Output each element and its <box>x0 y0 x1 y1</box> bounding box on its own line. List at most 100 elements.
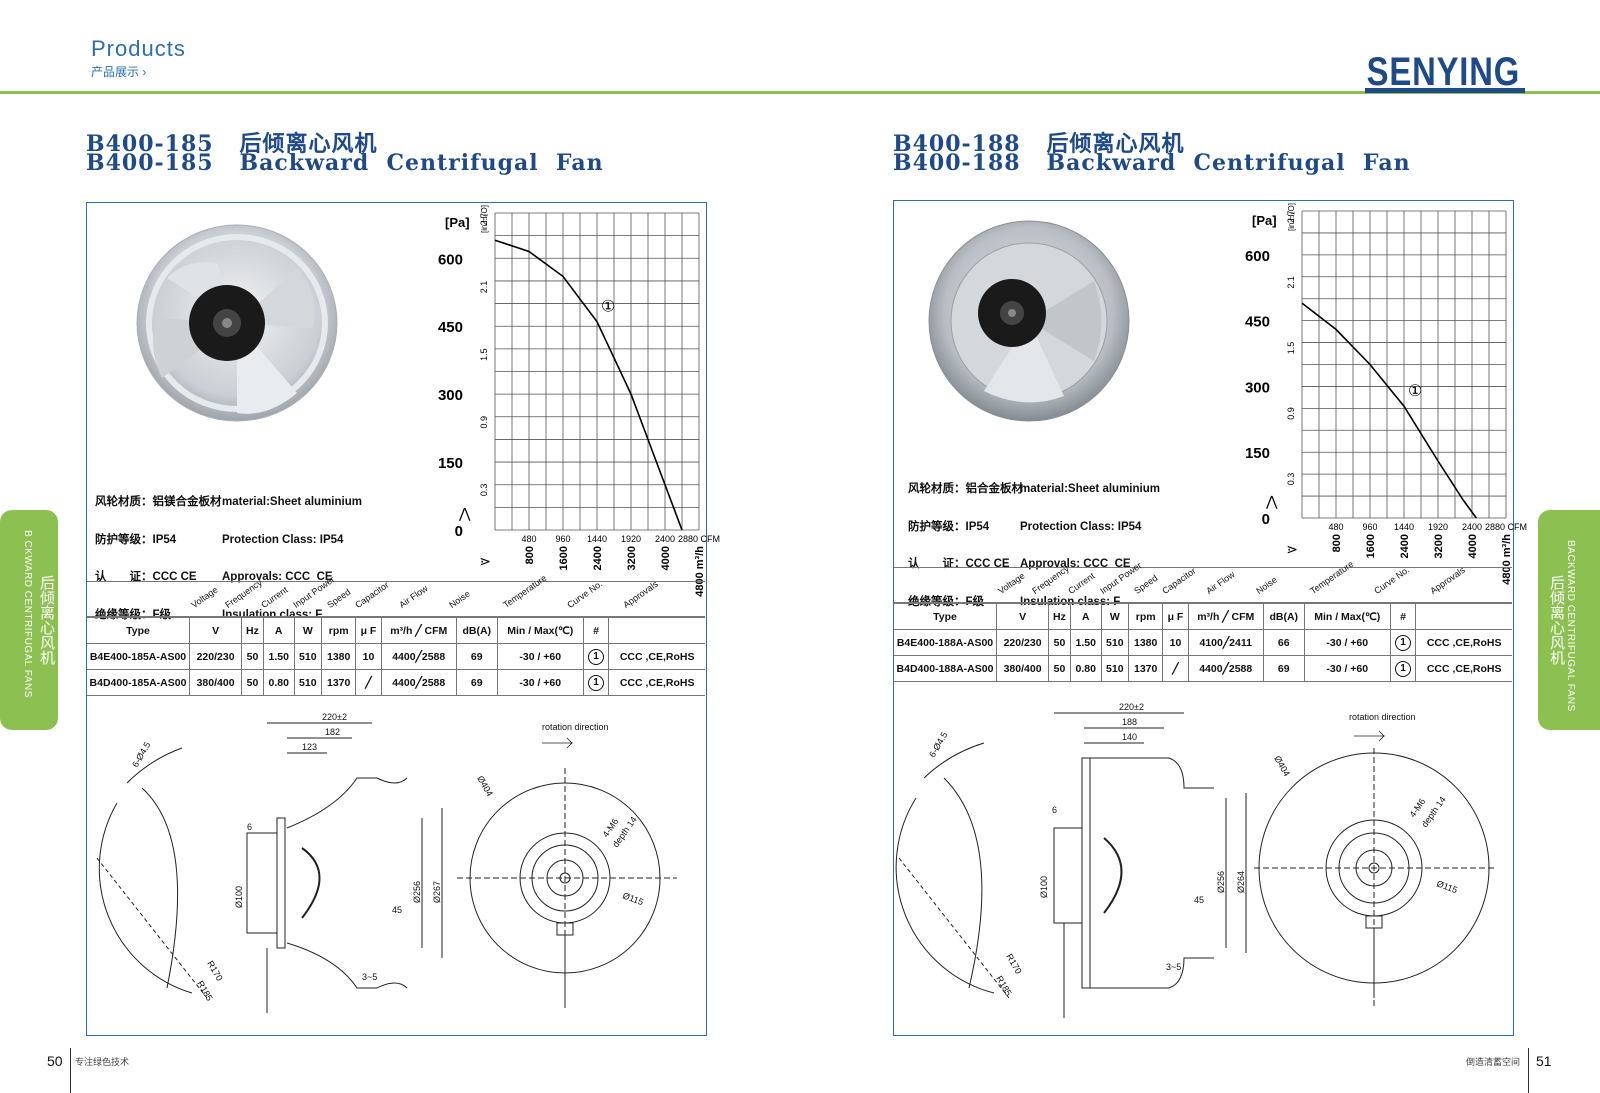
th-voltage: Voltage <box>189 584 220 610</box>
technical-drawing: 220±2 188 140 6 Ø100 Ø256 Ø264 45 3~5 6-… <box>895 702 1494 1018</box>
footer-divider <box>70 1048 71 1093</box>
brand-underline <box>1365 88 1525 93</box>
svg-text:220±2: 220±2 <box>1119 702 1144 712</box>
in-tick-label: 0.9 <box>1286 407 1296 420</box>
th-speed: Speed <box>325 586 353 610</box>
page-number: 50 <box>47 1053 63 1069</box>
in-tick-label: 0.9 <box>479 416 489 429</box>
th-type: Type <box>894 603 997 630</box>
x-tick-label: 1440 <box>587 534 607 544</box>
svg-text:R170: R170 <box>1004 952 1023 976</box>
section-subtitle: 产品展示 › <box>91 65 147 79</box>
curve-label: ① <box>601 299 615 316</box>
product-title-cn: B400-188 后倾离心风机 <box>893 131 1185 157</box>
svg-text:Ø404: Ø404 <box>1272 754 1292 778</box>
y-tick-label: 450 <box>1245 314 1270 331</box>
svg-text:Ø267: Ø267 <box>432 881 442 903</box>
curve-label: ① <box>1408 383 1422 400</box>
arrow-icon: ⋗ <box>479 553 491 569</box>
th-approvals: Approvals <box>621 578 660 610</box>
arrow-icon: ⋀ <box>1265 493 1278 509</box>
spec-list: 风轮材质：铝镁合金板材material:Sheet aluminium 防护等级… <box>95 471 362 646</box>
in-tick-label: 2.7 <box>1286 211 1296 224</box>
in-tick-label: 0.3 <box>1286 473 1296 486</box>
performance-curve <box>1301 302 1477 519</box>
x-tick-label: 1600 <box>1365 534 1377 558</box>
brand-logo: SENYING <box>1366 50 1520 94</box>
svg-text:6-Ø4.5: 6-Ø4.5 <box>927 730 949 759</box>
x-tick-label: 4800 m³/h <box>694 546 706 597</box>
th-frequency: Frequency <box>223 577 264 610</box>
in-tick-label: 0.3 <box>479 484 489 497</box>
spec-table-wrap: Voltage Frequency Current Input Power Sp… <box>894 559 1512 682</box>
th-temperature: Temperature <box>501 572 549 610</box>
technical-drawing: 220±2 182 123 6 Ø100 Ø256 Ø267 45 3~5 6-… <box>96 712 677 1013</box>
th-air-flow: Air Flow <box>397 583 430 610</box>
x-tick-label: 2400 <box>655 534 675 544</box>
y-axis-label: [Pa] <box>445 215 470 230</box>
x-tick-label: 960 <box>1362 522 1377 532</box>
svg-text:Ø100: Ø100 <box>234 886 244 908</box>
th-capacitor: Capacitor <box>353 579 391 610</box>
x-tick-label: 480 <box>1328 522 1343 532</box>
in-tick-label: 2.1 <box>1286 276 1296 289</box>
side-tab-left: 后倾离心风机 B CKWARD CENTRIFUGAL FANS <box>0 510 58 730</box>
th-curve: Curve No. <box>565 578 605 610</box>
th-type: Type <box>87 617 190 644</box>
performance-curve <box>494 239 683 531</box>
svg-text:140: 140 <box>1122 732 1137 742</box>
th-speed: Speed <box>1132 572 1160 596</box>
svg-text:3~5: 3~5 <box>1166 962 1181 972</box>
header-divider <box>0 91 1600 94</box>
side-tab-en: B CKWARD CENTRIFUGAL FANS <box>22 530 33 698</box>
in-tick-label: 2.7 <box>479 213 489 226</box>
svg-text:rotation direction: rotation direction <box>1349 712 1416 722</box>
y-tick-label: 300 <box>438 387 463 404</box>
product-title-cn: B400-185 后倾离心风机 <box>86 131 378 157</box>
th-current: Current <box>259 584 290 610</box>
svg-text:Ø404: Ø404 <box>475 774 495 798</box>
side-tab-en: BACKWARD CENTRIFUGAL FANS <box>1565 540 1576 712</box>
x-tick-label: 1440 <box>1394 522 1414 532</box>
x-tick-label: 2880 CFM <box>1485 522 1527 532</box>
svg-text:Ø256: Ø256 <box>412 881 422 903</box>
th-curve: Curve No. <box>1372 564 1412 596</box>
y-tick-label: 600 <box>1245 248 1270 265</box>
product-panel: 风轮材质：铝合金板材material:Sheet aluminium 防护等级：… <box>893 200 1527 1036</box>
x-tick-label: 1600 <box>558 546 570 570</box>
section-title: Products <box>91 36 186 61</box>
x-tick-label: 800 <box>524 546 536 564</box>
spec-table-wrap: Voltage Frequency Current Input Power Sp… <box>87 573 705 696</box>
x-tick-label: 2400 <box>1399 534 1411 558</box>
curve-badge: 1 <box>1395 634 1412 651</box>
footer-text: 倒造清蓄空间 <box>1466 1057 1521 1067</box>
y-axis-label: [Pa] <box>1252 213 1277 228</box>
x-tick-label: 3200 <box>1433 534 1445 558</box>
x-tick-label: 2880 CFM <box>678 534 720 544</box>
performance-chart: 0150300450600[Pa]2.72.11.50.90.3[in.H₂O]… <box>438 205 720 597</box>
th-frequency: Frequency <box>1030 563 1071 596</box>
product-title-en: B400-188 Backward Centrifugal Fan <box>893 150 1411 176</box>
in-axis-label: [in.H₂O] <box>480 205 489 233</box>
svg-text:Ø264: Ø264 <box>1236 871 1246 893</box>
in-axis-label: [in.H₂O] <box>1287 203 1296 231</box>
th-capacitor: Capacitor <box>1160 565 1198 596</box>
side-tab-cn: 后倾离心风机 <box>1548 575 1565 665</box>
in-tick-label: 1.5 <box>479 348 489 361</box>
y-tick-label: 0 <box>1262 511 1270 528</box>
arrow-icon: ⋗ <box>1286 541 1298 557</box>
svg-text:Ø115: Ø115 <box>621 890 644 907</box>
fan-photo <box>136 224 338 422</box>
curve-badge: 1 <box>588 648 605 665</box>
fan-photo <box>928 220 1130 422</box>
th-noise: Noise <box>1254 574 1279 596</box>
y-tick-label: 0 <box>455 523 463 540</box>
performance-chart: 0150300450600[Pa]2.72.11.50.90.3[in.H₂O]… <box>1245 203 1527 585</box>
